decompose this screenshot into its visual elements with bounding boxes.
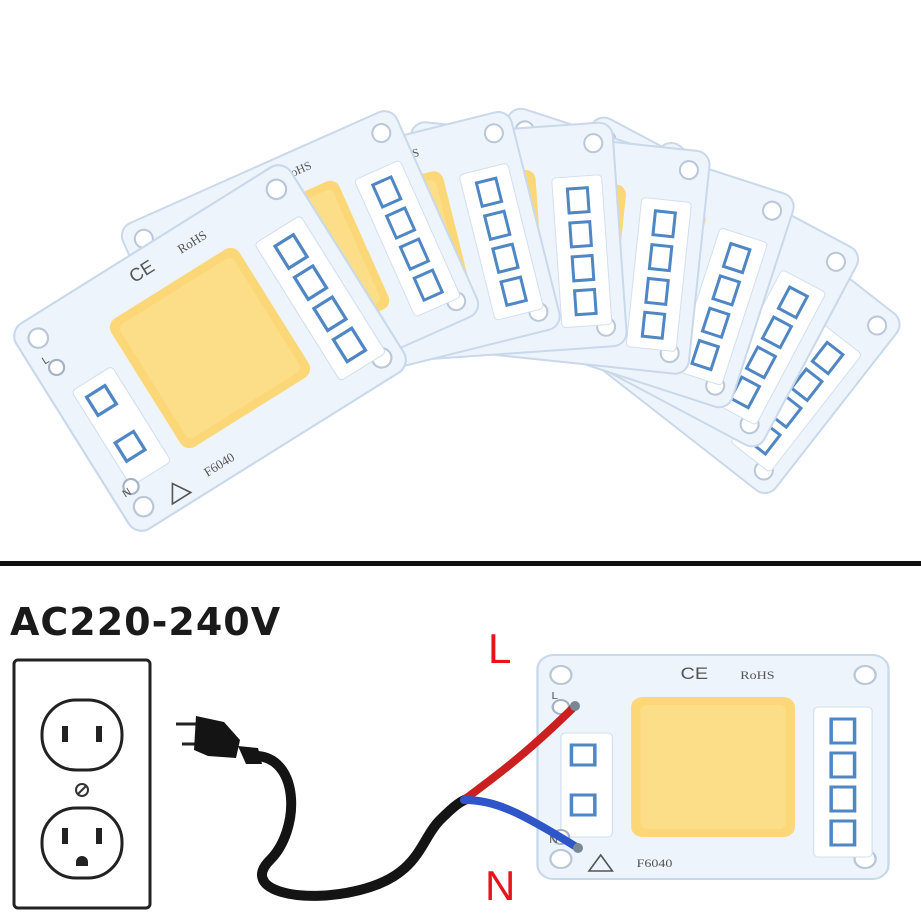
- power-outlet-icon: [12, 658, 152, 910]
- live-wire: [460, 702, 579, 804]
- supply-voltage-label: AC220-240V: [10, 600, 282, 644]
- neutral-wire-label: N: [485, 862, 516, 909]
- power-cable: [253, 751, 475, 901]
- cob-module-fan: [6, 103, 907, 539]
- section-divider: [0, 561, 921, 566]
- neutral-wire: [460, 796, 582, 852]
- power-plug-icon: [176, 716, 262, 764]
- live-wire-label: L: [488, 625, 512, 672]
- wiring-cob-module: [535, 653, 891, 881]
